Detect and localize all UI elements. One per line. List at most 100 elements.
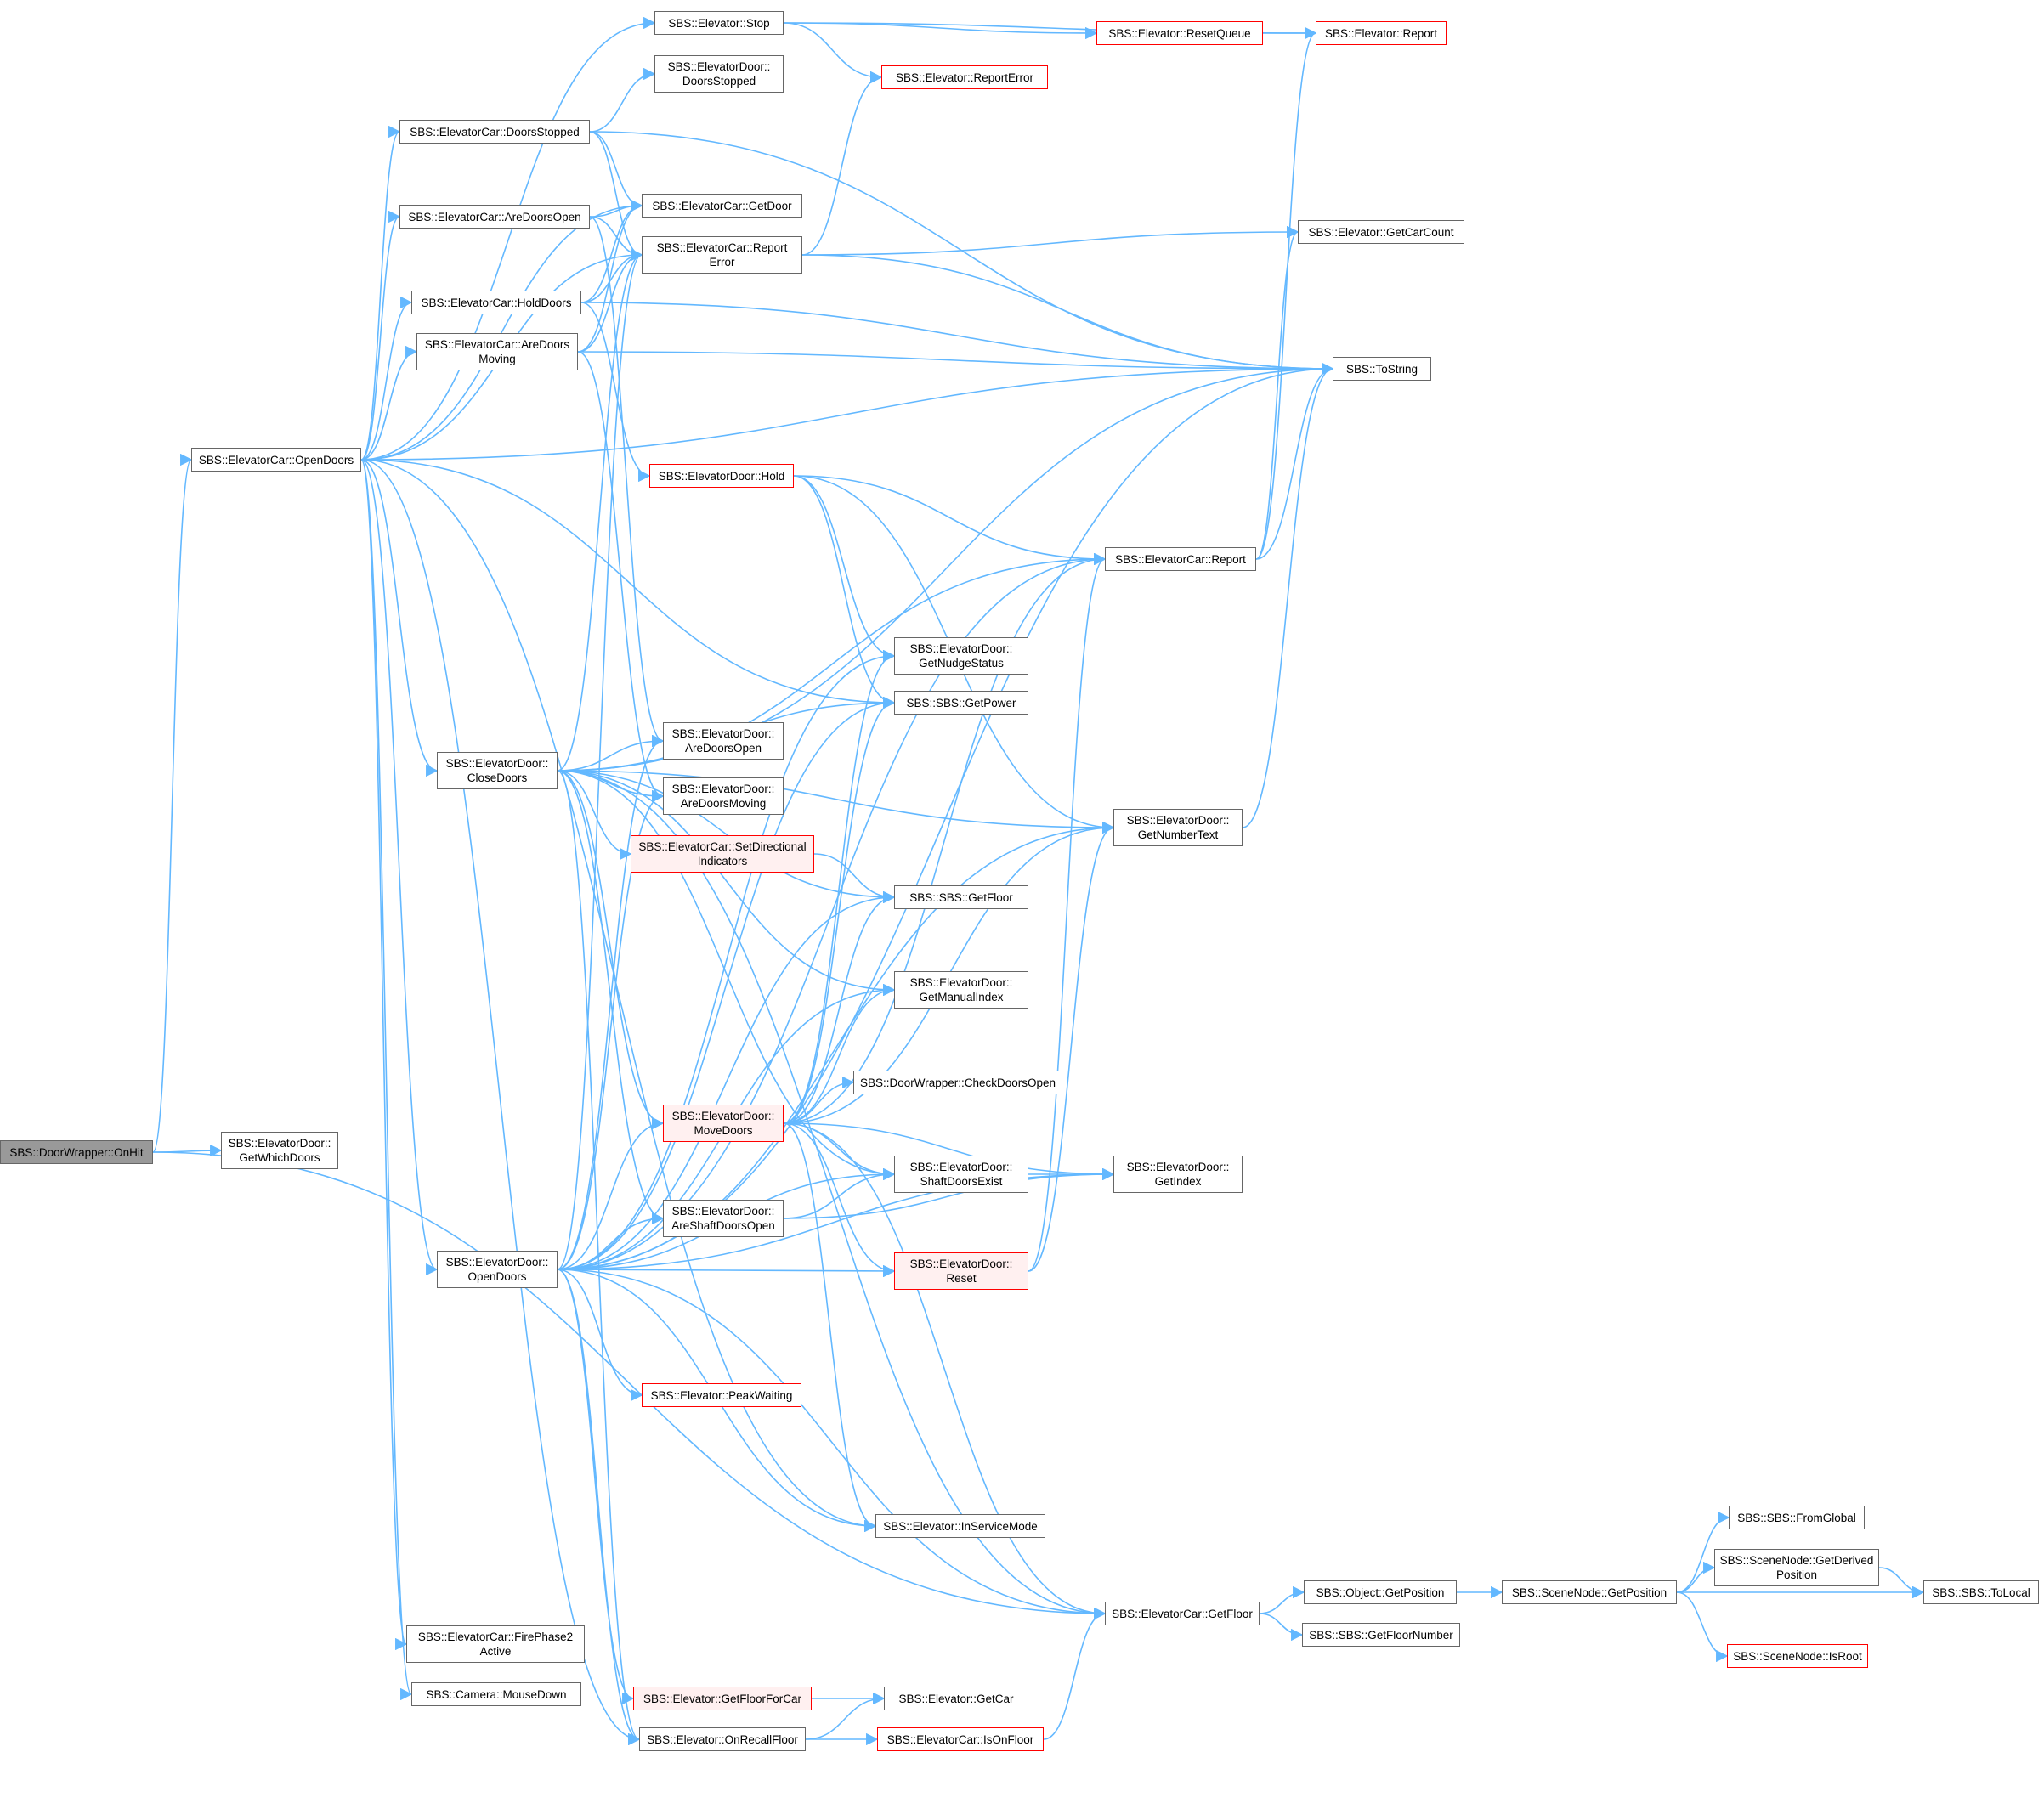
edge-opendoors-car-to-tostring: [360, 362, 1334, 461]
node-areshaftdoorsopen[interactable]: SBS::ElevatorDoor:: AreShaftDoorsOpen: [663, 1200, 784, 1237]
node-car-getdoor[interactable]: SBS::ElevatorCar::GetDoor: [642, 194, 802, 218]
node-car-getfloor[interactable]: SBS::ElevatorCar::GetFloor: [1105, 1602, 1260, 1625]
edge-movedoors-to-car-getfloor: [783, 1122, 1107, 1620]
edge-door-closedoors-to-car-reporterror: [557, 248, 643, 772]
edge-door-opendoors-to-sbs-getfloor: [557, 890, 896, 1270]
node-checkdoorsopen[interactable]: SBS::DoorWrapper::CheckDoorsOpen: [853, 1071, 1062, 1094]
node-inservicemode[interactable]: SBS::Elevator::InServiceMode: [875, 1514, 1045, 1538]
edge-door-hold-to-car-report: [793, 475, 1107, 566]
node-door-reset[interactable]: SBS::ElevatorDoor:: Reset: [894, 1252, 1028, 1290]
edge-opendoors-car-to-car-aredoorsmoving: [360, 345, 418, 461]
node-car-report[interactable]: SBS::ElevatorCar::Report: [1105, 547, 1256, 571]
node-peakwaiting[interactable]: SBS::Elevator::PeakWaiting: [642, 1383, 801, 1407]
edge-door-opendoors-to-door-reset: [557, 1264, 896, 1278]
edge-opendoors-car-to-getpower: [360, 459, 896, 709]
edge-door-opendoors-to-car-getfloor: [557, 1269, 1107, 1620]
node-report-elev[interactable]: SBS::Elevator::Report: [1316, 21, 1447, 45]
node-getnudgestatus[interactable]: SBS::ElevatorDoor:: GetNudgeStatus: [894, 637, 1028, 675]
node-tostring[interactable]: SBS::ToString: [1333, 357, 1431, 381]
edge-door-opendoors-to-car-reporterror: [557, 249, 643, 1270]
edge-opendoors-car-to-mousedown: [360, 459, 413, 1700]
edge-car-aredoorsmoving-to-tostring: [577, 351, 1334, 376]
edge-door-opendoors-to-movedoors: [557, 1116, 665, 1270]
node-getcar[interactable]: SBS::Elevator::GetCar: [884, 1687, 1028, 1710]
node-movedoors[interactable]: SBS::ElevatorDoor:: MoveDoors: [663, 1105, 784, 1142]
node-resetqueue[interactable]: SBS::Elevator::ResetQueue: [1096, 21, 1263, 45]
node-getcarcount[interactable]: SBS::Elevator::GetCarCount: [1298, 220, 1464, 244]
node-getwhichdoors[interactable]: SBS::ElevatorDoor:: GetWhichDoors: [221, 1132, 338, 1169]
edge-getderivedposition-to-tolocal: [1878, 1567, 1925, 1599]
node-car-doorsstopped[interactable]: SBS::ElevatorCar::DoorsStopped: [399, 120, 590, 144]
edge-opendoors-car-to-stop: [360, 16, 656, 461]
edge-car-report-to-report-elev: [1255, 27, 1317, 560]
node-stop[interactable]: SBS::Elevator::Stop: [654, 11, 784, 35]
edge-stop-to-reporterror-elev: [783, 22, 883, 84]
node-door-doorsstopped[interactable]: SBS::ElevatorDoor:: DoorsStopped: [654, 55, 784, 93]
edge-car-holddoors-to-door-hold: [580, 302, 651, 483]
node-car-aredoorsopen[interactable]: SBS::ElevatorCar::AreDoorsOpen: [399, 205, 590, 229]
node-sbs-getfloor[interactable]: SBS::SBS::GetFloor: [894, 885, 1028, 909]
edge-door-closedoors-to-getmanualindex: [557, 770, 896, 997]
edge-movedoors-to-inservicemode: [783, 1122, 877, 1533]
edge-onhit-to-opendoors-car: [152, 454, 193, 1153]
node-door-closedoors[interactable]: SBS::ElevatorDoor:: CloseDoors: [437, 752, 558, 789]
edge-movedoors-to-checkdoorsopen: [783, 1076, 855, 1124]
edge-car-reporterror-to-getcarcount: [801, 225, 1299, 256]
edge-car-report-to-tostring: [1255, 362, 1334, 560]
node-getmanualindex[interactable]: SBS::ElevatorDoor:: GetManualIndex: [894, 971, 1028, 1009]
edge-door-opendoors-to-onrecallfloor: [557, 1269, 641, 1746]
node-getfloorforcar[interactable]: SBS::Elevator::GetFloorForCar: [633, 1687, 812, 1710]
edge-car-getfloor-to-getfloornumber: [1259, 1613, 1304, 1642]
edge-door-opendoors-to-getnudgestatus: [557, 649, 896, 1270]
node-getnumbertext[interactable]: SBS::ElevatorDoor:: GetNumberText: [1113, 809, 1243, 846]
node-car-aredoorsmoving[interactable]: SBS::ElevatorCar::AreDoors Moving: [416, 333, 578, 370]
edge-movedoors-to-car-report: [783, 552, 1107, 1124]
edge-door-opendoors-to-door-aredoorsmoving: [557, 789, 665, 1270]
edge-door-hold-to-getnudgestatus: [793, 475, 896, 663]
edge-sn-getposition-to-frombglobal: [1676, 1511, 1730, 1593]
node-getfloornumber[interactable]: SBS::SBS::GetFloorNumber: [1302, 1623, 1460, 1647]
edge-movedoors-to-sbs-getfloor: [783, 890, 896, 1124]
node-shaftdoorsexist[interactable]: SBS::ElevatorDoor:: ShaftDoorsExist: [894, 1156, 1028, 1193]
node-setdirind[interactable]: SBS::ElevatorCar::SetDirectional Indicat…: [631, 835, 814, 873]
node-opendoors-car[interactable]: SBS::ElevatorCar::OpenDoors: [191, 448, 361, 472]
node-door-aredoorsopen[interactable]: SBS::ElevatorDoor:: AreDoorsOpen: [663, 722, 784, 760]
edge-opendoors-car-to-car-getdoor: [360, 199, 643, 461]
node-door-hold[interactable]: SBS::ElevatorDoor::Hold: [649, 464, 794, 488]
edge-car-report-to-getcarcount: [1255, 226, 1299, 560]
node-getpower[interactable]: SBS::SBS::GetPower: [894, 691, 1028, 715]
edge-car-aredoorsmoving-to-door-aredoorsmoving: [577, 351, 665, 803]
node-door-aredoorsmoving[interactable]: SBS::ElevatorDoor:: AreDoorsMoving: [663, 777, 784, 815]
edge-door-closedoors-to-car-getfloor: [557, 770, 1107, 1620]
edge-sn-getposition-to-getderivedposition: [1676, 1561, 1716, 1593]
edge-opendoors-car-to-firephase2: [360, 459, 408, 1650]
edge-door-closedoors-to-shaftdoorsexist: [557, 770, 896, 1181]
node-getindex[interactable]: SBS::ElevatorDoor:: GetIndex: [1113, 1156, 1243, 1193]
node-reporterror-elev[interactable]: SBS::Elevator::ReportError: [881, 65, 1048, 89]
edge-movedoors-to-getindex: [783, 1122, 1115, 1181]
node-sn-getposition[interactable]: SBS::SceneNode::GetPosition: [1502, 1580, 1677, 1604]
node-car-reporterror[interactable]: SBS::ElevatorCar::Report Error: [642, 236, 802, 274]
edge-door-closedoors-to-sbs-getfloor: [557, 770, 896, 904]
node-firephase2[interactable]: SBS::ElevatorCar::FirePhase2 Active: [406, 1625, 585, 1663]
node-getderivedposition[interactable]: SBS::SceneNode::GetDerived Position: [1714, 1549, 1879, 1586]
node-mousedown[interactable]: SBS::Camera::MouseDown: [411, 1682, 581, 1706]
edge-getnumbertext-to-tostring: [1242, 362, 1334, 828]
edge-door-closedoors-to-door-aredoorsopen: [557, 734, 665, 772]
edge-opendoors-car-to-car-aredoorsopen: [360, 210, 401, 461]
edge-isonfloor-to-car-getfloor: [1043, 1607, 1107, 1740]
node-obj-getposition[interactable]: SBS::Object::GetPosition: [1304, 1580, 1457, 1604]
node-onhit[interactable]: SBS::DoorWrapper::OnHit: [0, 1140, 153, 1164]
node-isonfloor[interactable]: SBS::ElevatorCar::IsOnFloor: [877, 1727, 1044, 1751]
edge-opendoors-car-to-door-opendoors: [360, 459, 439, 1275]
node-car-holddoors[interactable]: SBS::ElevatorCar::HoldDoors: [411, 291, 581, 314]
edge-onrecallfloor-to-getcar: [805, 1692, 886, 1740]
node-isroot[interactable]: SBS::SceneNode::IsRoot: [1727, 1644, 1868, 1668]
edge-door-closedoors-to-getnumbertext: [557, 770, 1115, 834]
node-onrecallfloor[interactable]: SBS::Elevator::OnRecallFloor: [639, 1727, 806, 1751]
edge-door-reset-to-car-report: [1028, 553, 1107, 1272]
node-door-opendoors[interactable]: SBS::ElevatorDoor:: OpenDoors: [437, 1251, 558, 1288]
node-tolocal[interactable]: SBS::SBS::ToLocal: [1923, 1580, 2039, 1604]
node-frombglobal[interactable]: SBS::SBS::FromGlobal: [1729, 1506, 1865, 1529]
edge-onhit-to-car-getfloor: [152, 1151, 1107, 1620]
